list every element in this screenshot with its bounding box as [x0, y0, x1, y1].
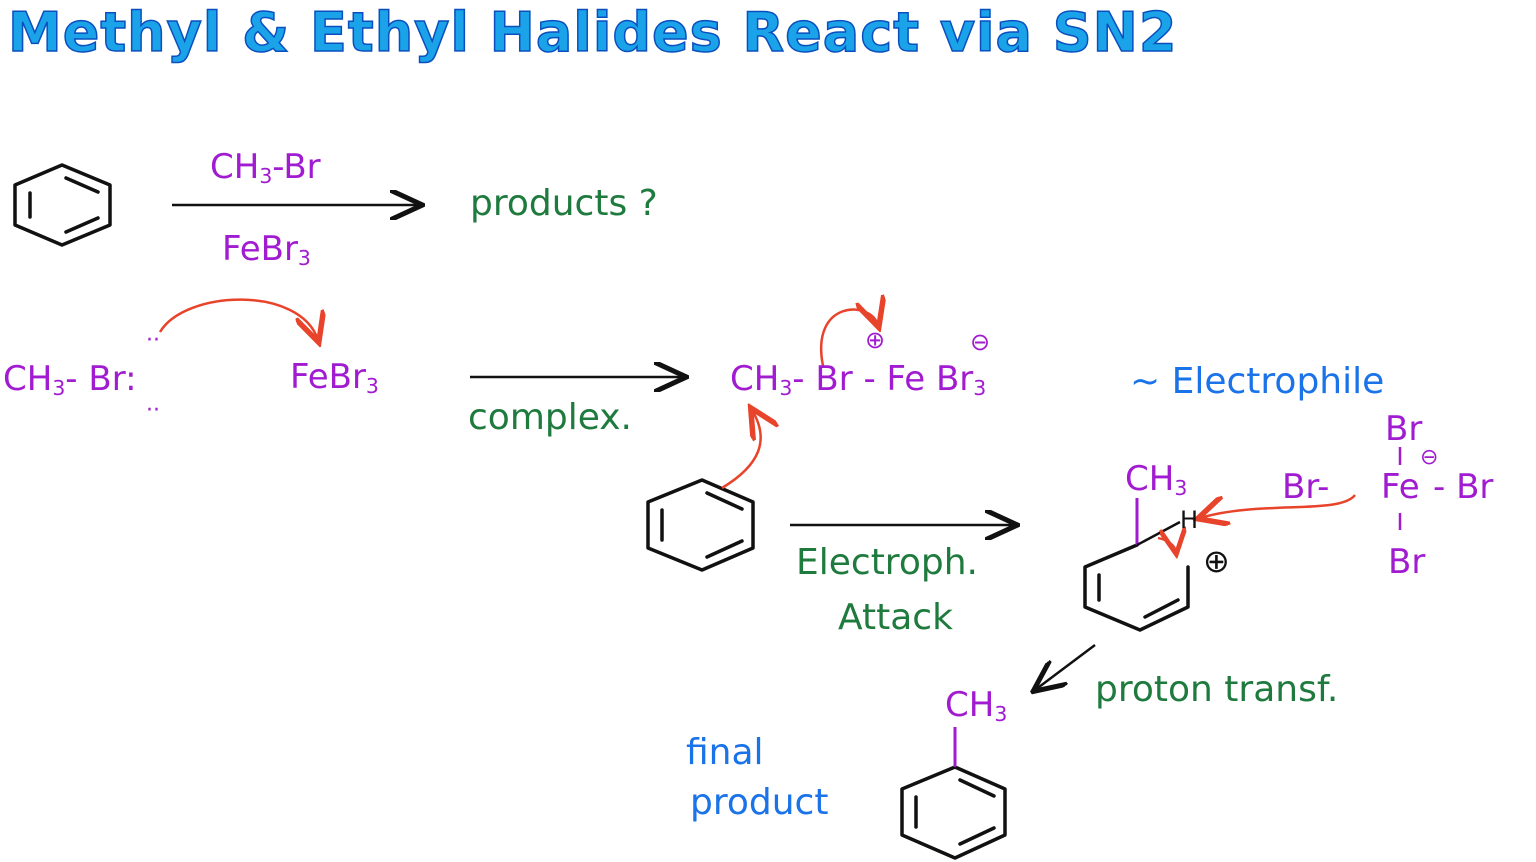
toluene-ring	[900, 765, 1007, 860]
catalyst-febr3: FeBr3	[222, 232, 311, 269]
lone-pair-top: ··	[146, 328, 160, 353]
benzene-ring-nucleophile	[646, 478, 755, 572]
product-label: product	[690, 782, 829, 823]
complex-subscript-2: 3	[973, 376, 987, 401]
positive-charge-br: ⊕	[865, 326, 886, 354]
lone-pair-bottom: ··	[146, 398, 160, 423]
curved-arrow-deprotonation	[1200, 494, 1356, 518]
lhs-text: CH	[3, 359, 53, 399]
complex-subscript: 3	[779, 376, 793, 401]
lhs-subscript: 3	[52, 376, 66, 401]
reagent-subscript: 3	[259, 164, 273, 189]
febr4-fe: Fe	[1381, 467, 1420, 507]
catalyst-text: FeBr	[222, 229, 298, 269]
febr4-negative-charge: ⊖	[1420, 445, 1439, 470]
toluene-ch3: CH3	[945, 688, 1007, 725]
sigma-h-bond	[1136, 520, 1181, 547]
electrophile-note: ~ Electrophile	[1130, 361, 1385, 402]
sigma-hydrogen: H	[1180, 506, 1199, 534]
toluene-ch3-subscript: 3	[994, 702, 1008, 727]
febr4-br-top: Br	[1385, 409, 1423, 449]
methyl-bromide-lewis-base: CH3- Br:	[3, 362, 137, 399]
complex-text-tail: - Br - Fe Br	[792, 359, 974, 399]
catalyst-subscript: 3	[297, 246, 311, 271]
sigma-ch3-subscript: 3	[1174, 476, 1188, 501]
benzene-ring-reactant	[13, 163, 112, 247]
proton-transfer-label: proton transf.	[1095, 669, 1339, 710]
reagent-text-tail: -Br	[272, 147, 321, 187]
lewis-acid-febr3: FeBr3	[290, 360, 379, 397]
curved-arrow-bond-cleave	[819, 310, 878, 367]
arenium-positive-charge: ⊕	[1203, 542, 1230, 580]
sigma-ch3-text: CH	[1125, 459, 1175, 499]
sigma-complex-ring	[1083, 543, 1190, 632]
reagent-text: CH	[210, 147, 260, 187]
page-title: Methyl & Ethyl Halides React via SN2	[7, 1, 1178, 64]
lewis-acid-text: FeBr	[290, 357, 366, 397]
electroph-label: Electroph.	[796, 542, 978, 583]
reaction-arrow-4	[1035, 644, 1096, 690]
complex-text: CH	[730, 359, 780, 399]
curved-arrow-electrophilic-attack	[721, 410, 761, 490]
final-label: final	[686, 732, 764, 773]
lhs-text-tail: - Br:	[65, 359, 137, 399]
febr4-br-bottom: Br	[1388, 542, 1426, 582]
curved-arrow-lone-pair	[158, 298, 318, 340]
reagent-methyl-bromide: CH3-Br	[210, 150, 321, 187]
febr4-br-right: - Br	[1433, 467, 1494, 507]
febr4-br-left: Br-	[1282, 467, 1330, 507]
negative-charge-fe: ⊖	[970, 328, 991, 356]
toluene-ch3-text: CH	[945, 685, 995, 725]
attack-label: Attack	[838, 597, 953, 638]
products-question: products ?	[470, 183, 658, 224]
lewis-complex: CH3- Br - Fe Br3	[730, 362, 986, 399]
lewis-acid-subscript: 3	[365, 374, 379, 399]
sigma-complex-ch3: CH3	[1125, 462, 1187, 499]
curved-arrow-rearomatize	[1157, 538, 1176, 552]
complex-label: complex.	[468, 397, 633, 438]
